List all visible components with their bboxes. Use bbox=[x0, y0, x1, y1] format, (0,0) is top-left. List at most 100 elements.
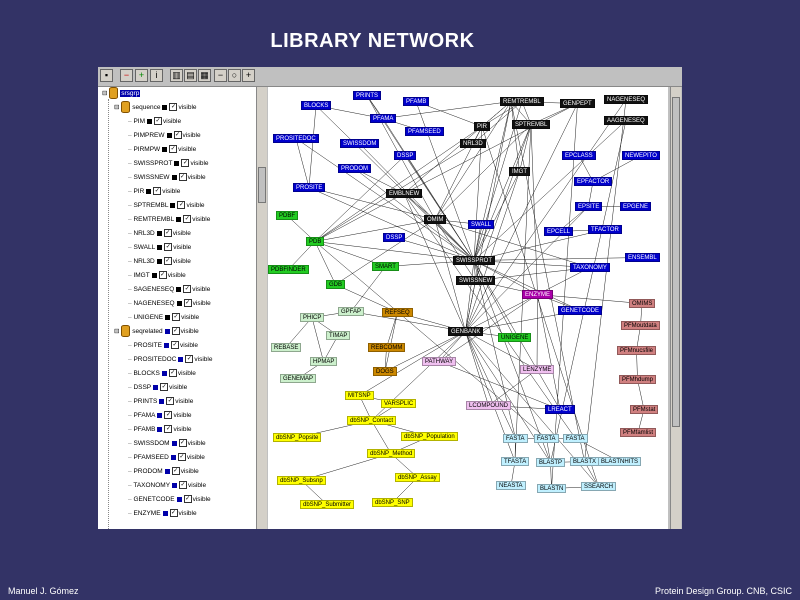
graph-node-rebcomm[interactable]: REBCOMM bbox=[368, 343, 406, 352]
visible-checkbox[interactable]: ✓ bbox=[169, 145, 178, 154]
graph-node-blastnhits[interactable]: BLASTNHITS bbox=[598, 457, 642, 466]
graph-node-genpept[interactable]: GENPEPT bbox=[560, 99, 595, 108]
graph-node-epsite[interactable]: EPSITE bbox=[575, 202, 603, 211]
graph-node-dbsnp_assay[interactable]: dbSNP_Assay bbox=[395, 473, 440, 482]
graph-node-swissprot[interactable]: SWISSPROT bbox=[453, 256, 496, 265]
visible-checkbox[interactable]: ✓ bbox=[183, 299, 192, 308]
tree-item[interactable]: – IMGT✓visible bbox=[128, 271, 186, 280]
tree-item[interactable]: – GENETCODE✓visible bbox=[128, 495, 211, 504]
network-graph[interactable]: PRINTSBLOCKSPFAMBEMBLREMTREMBLGENPEPTNAG… bbox=[268, 87, 668, 529]
graph-node-enzyme[interactable]: ENZYME bbox=[522, 290, 554, 299]
tree-root[interactable]: ⊟ srsgrp bbox=[102, 87, 141, 101]
graph-node-ssearch[interactable]: SSEARCH bbox=[581, 482, 617, 491]
zoom-in-icon[interactable]: + bbox=[242, 69, 255, 82]
tree-item[interactable]: – PIR✓visible bbox=[128, 187, 181, 196]
visible-checkbox[interactable]: ✓ bbox=[177, 201, 186, 210]
graph-node-dssp[interactable]: DSSP bbox=[394, 151, 417, 160]
graph-node-refseq[interactable]: REFSEQ bbox=[382, 308, 413, 317]
graph-node-pfamb[interactable]: PFAMB bbox=[403, 97, 430, 106]
tree-item[interactable]: – PIM✓visible bbox=[128, 117, 182, 126]
visible-checkbox[interactable]: ✓ bbox=[160, 383, 169, 392]
visible-checkbox[interactable]: ✓ bbox=[163, 257, 172, 266]
graph-node-pdbf[interactable]: PDBF bbox=[276, 211, 299, 220]
visible-checkbox[interactable]: ✓ bbox=[183, 285, 192, 294]
graph-node-rebase[interactable]: REBASE bbox=[271, 343, 302, 352]
graph-node-genemap[interactable]: GENEMAP bbox=[280, 374, 317, 383]
tree-item[interactable]: – NAGENESEQ✓visible bbox=[128, 299, 211, 308]
visible-checkbox[interactable]: ✓ bbox=[168, 369, 177, 378]
graph-node-swissnew[interactable]: SWISSNEW bbox=[456, 276, 496, 285]
graph-node-pathway[interactable]: PATHWAY bbox=[422, 357, 457, 366]
remove-icon[interactable]: − bbox=[120, 69, 133, 82]
graph-node-epgene[interactable]: EPGENE bbox=[620, 202, 652, 211]
visible-checkbox[interactable]: ✓ bbox=[154, 117, 162, 126]
graph-node-nrl3d[interactable]: NRL3D bbox=[460, 139, 486, 148]
add-icon[interactable]: + bbox=[135, 69, 148, 82]
graph-node-ensembl[interactable]: ENSEMBL bbox=[625, 253, 660, 262]
expand-icon[interactable]: ⊟ bbox=[114, 104, 120, 111]
tree-item[interactable]: – SPTREMBL✓visible bbox=[128, 201, 205, 210]
visible-checkbox[interactable]: ✓ bbox=[158, 271, 167, 280]
tree-item[interactable]: – PRODOM✓visible bbox=[128, 467, 199, 476]
graph-node-tfactor[interactable]: TFACTOR bbox=[588, 225, 622, 234]
graph-node-timap[interactable]: TIMAP bbox=[326, 331, 351, 340]
graph-node-prosite[interactable]: PROSITE bbox=[293, 183, 326, 192]
tree-item[interactable]: – SWISSDOM✓visible bbox=[128, 439, 206, 448]
graph-node-phicp[interactable]: PHICP bbox=[300, 313, 325, 322]
tree-item[interactable]: – UNIGENE✓visible bbox=[128, 313, 200, 322]
graph-node-lenzyme[interactable]: LENZYME bbox=[520, 365, 555, 374]
graph-node-swissdom[interactable]: SWISSDOM bbox=[340, 139, 380, 148]
graph-node-newepito[interactable]: NEWEPITO bbox=[622, 151, 660, 160]
tree-item[interactable]: – ENZYME✓visible bbox=[128, 509, 197, 518]
visible-checkbox[interactable]: ✓ bbox=[166, 397, 175, 406]
tree-item[interactable]: – PFAMB✓visible bbox=[128, 425, 192, 434]
graph-node-remtrembl[interactable]: REMTREMBL bbox=[500, 97, 544, 106]
graph-node-dogs[interactable]: DOGS bbox=[373, 367, 397, 376]
graph-node-sptrembl[interactable]: SPTREMBL bbox=[512, 120, 551, 129]
visible-checkbox[interactable]: ✓ bbox=[169, 509, 178, 518]
graph-node-omim[interactable]: OMIM bbox=[424, 215, 447, 224]
graph-node-epfactor[interactable]: EPFACTOR bbox=[574, 177, 613, 186]
graph-node-lreact[interactable]: LREACT bbox=[545, 405, 575, 414]
visible-checkbox[interactable]: ✓ bbox=[153, 187, 162, 196]
graph-node-epclass[interactable]: EPCLASS bbox=[562, 151, 596, 160]
visible-checkbox[interactable]: ✓ bbox=[178, 439, 187, 448]
graph-node-lcompound[interactable]: LCOMPOUND bbox=[466, 401, 512, 410]
tree-item[interactable]: – SAGENESEQ✓visible bbox=[128, 285, 211, 294]
tree-scrollbar[interactable] bbox=[256, 87, 267, 529]
visible-checkbox[interactable]: ✓ bbox=[171, 467, 180, 476]
visible-checkbox[interactable]: ✓ bbox=[163, 229, 172, 238]
graph-node-pfama[interactable]: PFAMA bbox=[370, 114, 397, 123]
cascade-icon[interactable]: ▦ bbox=[198, 69, 211, 82]
visible-checkbox[interactable]: ✓ bbox=[169, 103, 178, 112]
layout-icon[interactable]: ▥ bbox=[170, 69, 183, 82]
graph-node-fasta[interactable]: FASTA bbox=[503, 434, 528, 443]
graph-node-dssp2[interactable]: DSSP bbox=[383, 233, 406, 242]
graph-node-blastp[interactable]: BLASTP bbox=[536, 458, 566, 467]
graph-node-unigene[interactable]: UNIGENE bbox=[498, 333, 532, 342]
visible-checkbox[interactable]: ✓ bbox=[177, 453, 186, 462]
tree-item[interactable]: – PROSITE✓visible bbox=[128, 341, 199, 350]
visible-checkbox[interactable]: ✓ bbox=[183, 215, 192, 224]
graph-scrollbar[interactable] bbox=[670, 87, 681, 529]
graph-node-dbsnp_snp[interactable]: dbSNP_SNP bbox=[372, 498, 413, 507]
visible-checkbox[interactable]: ✓ bbox=[183, 495, 192, 504]
graph-node-epcell[interactable]: EPCELL bbox=[544, 227, 574, 236]
graph-node-genetcode[interactable]: GENETCODE bbox=[558, 306, 603, 315]
tree-item[interactable]: – TAXONOMY✓visible bbox=[128, 481, 207, 490]
graph-node-pfmhdump[interactable]: PFMhdump bbox=[619, 375, 657, 384]
graph-node-prositedoc[interactable]: PROSITEDOC bbox=[273, 134, 319, 143]
tree-item[interactable]: – NRL3D✓visible bbox=[128, 229, 191, 238]
graph-node-prints[interactable]: PRINTS bbox=[353, 91, 382, 100]
graph-node-dbsnp_submitter[interactable]: dbSNP_Submitter bbox=[300, 500, 355, 509]
graph-scroll-thumb[interactable] bbox=[672, 97, 680, 427]
visible-checkbox[interactable]: ✓ bbox=[172, 313, 181, 322]
graph-node-imgt[interactable]: IMGT bbox=[509, 167, 530, 176]
graph-node-pdbfinder[interactable]: PDBFINDER bbox=[268, 265, 309, 274]
graph-node-smart[interactable]: SMART bbox=[372, 262, 399, 271]
visible-checkbox[interactable]: ✓ bbox=[173, 131, 182, 140]
graph-node-pfamseed[interactable]: PFAMSEED bbox=[405, 127, 444, 136]
graph-node-dbsnp_population[interactable]: dbSNP_Population bbox=[401, 432, 458, 441]
graph-node-hpmap[interactable]: HPMAP bbox=[310, 357, 338, 366]
visible-checkbox[interactable]: ✓ bbox=[181, 159, 190, 168]
